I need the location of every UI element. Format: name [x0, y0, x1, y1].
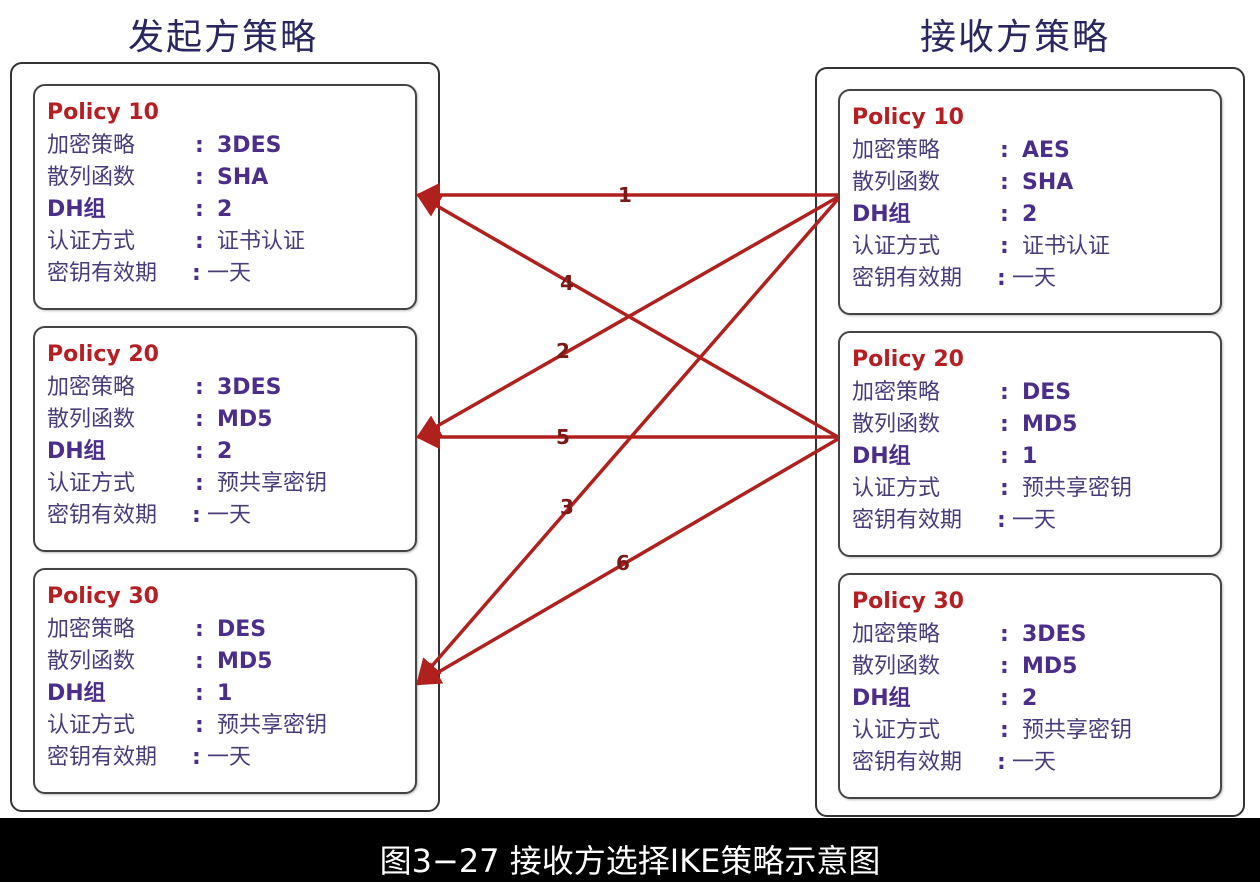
row-dh-group: DH组:2: [852, 686, 1038, 711]
row-hash: 散列函数:SHA: [852, 170, 1074, 195]
arrow-6-label: 6: [616, 551, 630, 575]
policy-name: Policy 20: [852, 347, 964, 372]
row-encryption: 加密策略:AES: [852, 138, 1070, 163]
row-hash: 散列函数:MD5: [47, 407, 273, 432]
initiator-policy-20: Policy 20 加密策略:3DES 散列函数:MD5 DH组:2 认证方式:…: [33, 326, 417, 552]
responder-policy-20: Policy 20 加密策略:DES 散列函数:MD5 DH组:1 认证方式:预…: [838, 331, 1222, 557]
arrow-5-label: 5: [556, 425, 570, 449]
row-auth: 认证方式:预共享密钥: [852, 476, 1133, 501]
row-encryption: 加密策略:3DES: [852, 622, 1087, 647]
row-dh-group: DH组:1: [852, 444, 1038, 469]
row-encryption: 加密策略:3DES: [47, 375, 282, 400]
row-lifetime: 密钥有效期:一天: [47, 503, 252, 528]
row-auth: 认证方式:预共享密钥: [47, 471, 328, 496]
row-lifetime: 密钥有效期:一天: [852, 266, 1057, 291]
policy-name: Policy 30: [47, 584, 159, 609]
row-dh-group: DH组:2: [47, 439, 233, 464]
responder-policy-10: Policy 10 加密策略:AES 散列函数:SHA DH组:2 认证方式:证…: [838, 89, 1222, 315]
row-lifetime: 密钥有效期:一天: [47, 261, 252, 286]
row-lifetime: 密钥有效期:一天: [852, 750, 1057, 775]
arrow-6-line: [415, 437, 839, 686]
initiator-policy-30: Policy 30 加密策略:DES 散列函数:MD5 DH组:1 认证方式:预…: [33, 568, 417, 794]
row-auth: 认证方式:证书认证: [852, 234, 1111, 259]
responder-policy-30: Policy 30 加密策略:3DES 散列函数:MD5 DH组:2 认证方式:…: [838, 573, 1222, 799]
arrow-4-line: [415, 193, 839, 439]
arrow-4-label: 4: [560, 271, 574, 295]
arrow-3-label: 3: [560, 495, 574, 519]
row-dh-group: DH组:1: [47, 681, 233, 706]
policy-name: Policy 10: [852, 105, 964, 130]
row-auth: 认证方式:预共享密钥: [852, 718, 1133, 743]
row-hash: 散列函数:MD5: [852, 654, 1078, 679]
responder-title: 接收方策略: [920, 17, 1111, 58]
row-encryption: 加密策略:3DES: [47, 133, 282, 158]
row-hash: 散列函数:MD5: [852, 412, 1078, 437]
row-encryption: 加密策略:DES: [852, 380, 1072, 405]
policy-name: Policy 10: [47, 100, 159, 125]
row-dh-group: DH组:2: [852, 202, 1038, 227]
figure-caption: 图3−27 接收方选择IKE策略示意图: [379, 842, 881, 880]
arrow-1-label: 1: [618, 183, 632, 207]
row-lifetime: 密钥有效期:一天: [852, 508, 1057, 533]
arrow-2-line: [415, 195, 839, 439]
row-hash: 散列函数:SHA: [47, 165, 269, 190]
row-lifetime: 密钥有效期:一天: [47, 745, 252, 770]
policy-name: Policy 20: [47, 342, 159, 367]
row-hash: 散列函数:MD5: [47, 649, 273, 674]
row-dh-group: DH组:2: [47, 197, 233, 222]
policy-name: Policy 30: [852, 589, 964, 614]
arrow-3-line: [416, 197, 840, 684]
row-auth: 认证方式:预共享密钥: [47, 713, 328, 738]
arrow-2-label: 2: [556, 339, 570, 363]
initiator-title: 发起方策略: [128, 17, 319, 58]
row-auth: 认证方式:证书认证: [47, 229, 306, 254]
initiator-policy-10: Policy 10 加密策略:3DES 散列函数:SHA DH组:2 认证方式:…: [33, 84, 417, 310]
row-encryption: 加密策略:DES: [47, 617, 267, 642]
diagram-canvas: 发起方策略 接收方策略 Policy 10 加密策略:3DES 散列函数:SHA…: [0, 0, 1260, 818]
